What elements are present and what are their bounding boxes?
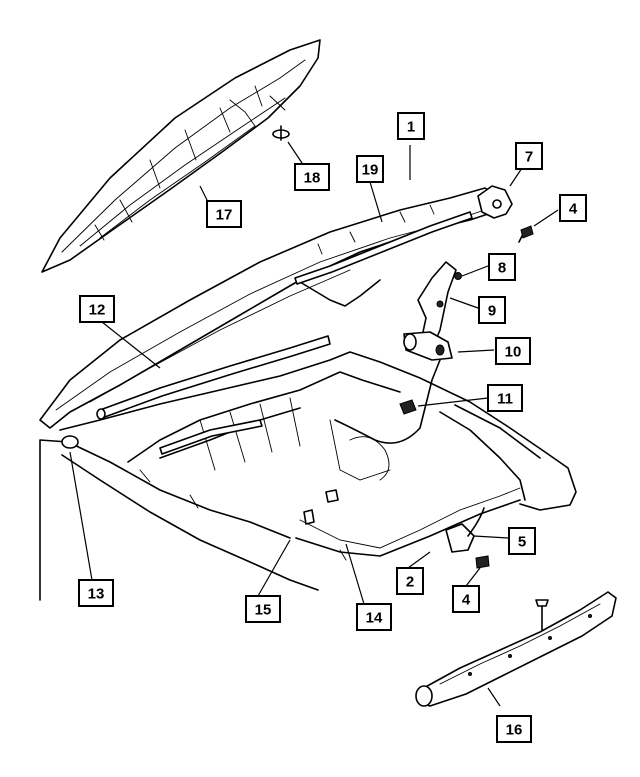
callout-number: 4	[569, 201, 578, 218]
callout-c13: 13	[78, 579, 114, 607]
callout-box	[488, 253, 516, 281]
bolt-upper	[518, 225, 534, 243]
callout-c10: 10	[495, 337, 531, 365]
callout-c15: 15	[245, 595, 281, 623]
callout-number: 2	[406, 574, 414, 591]
callout-number: 4	[462, 592, 471, 609]
callout-box	[487, 384, 523, 412]
callout-number: 12	[89, 302, 106, 319]
callout-box	[495, 337, 531, 365]
callout-number: 15	[255, 602, 272, 619]
callout-box	[559, 194, 587, 222]
callout-number: 5	[518, 534, 526, 551]
callout-c19: 19	[356, 155, 384, 183]
fender-corner	[39, 435, 319, 601]
callout-number: 8	[498, 260, 506, 277]
callout-c11: 11	[487, 384, 523, 412]
callout-c12: 12	[79, 295, 115, 323]
callout-box	[245, 595, 281, 623]
cowl-seal	[96, 335, 331, 420]
callout-box	[496, 715, 532, 743]
callout-box	[478, 296, 506, 324]
push-pin	[535, 599, 549, 631]
callout-c4b: 4	[452, 585, 480, 613]
callout-number: 18	[304, 170, 321, 187]
bolt-lower	[475, 555, 490, 569]
callout-box	[78, 579, 114, 607]
callout-c18: 18	[294, 163, 330, 191]
callout-box	[356, 155, 384, 183]
callout-c2: 2	[396, 567, 424, 595]
callout-box	[396, 567, 424, 595]
callout-c8: 8	[488, 253, 516, 281]
callout-number: 1	[407, 119, 415, 136]
callout-number: 14	[366, 610, 383, 627]
fender-seal	[159, 419, 263, 455]
hood-latch-striker	[477, 185, 513, 219]
release-cable	[334, 359, 441, 444]
compartment-fasteners	[303, 489, 339, 525]
callout-box	[206, 200, 242, 228]
callout-box	[515, 142, 543, 170]
hood-latch	[445, 507, 485, 553]
front-seal	[415, 591, 617, 707]
engine-compartment	[59, 351, 577, 561]
hood-insulator-pad	[41, 39, 321, 273]
callout-c9: 9	[478, 296, 506, 324]
callout-box	[397, 112, 425, 140]
callout-number: 16	[506, 722, 523, 739]
callout-c1: 1	[397, 112, 425, 140]
callout-number: 19	[362, 162, 379, 179]
hood-seal-strip	[294, 211, 473, 285]
hood-hinge	[403, 331, 453, 361]
callout-c4a: 4	[559, 194, 587, 222]
callout-box	[294, 163, 330, 191]
callout-box	[356, 603, 392, 631]
callout-c7: 7	[515, 142, 543, 170]
callout-number: 13	[88, 586, 105, 603]
callout-number: 7	[525, 149, 533, 166]
callout-c14: 14	[356, 603, 392, 631]
callout-c17: 17	[206, 200, 242, 228]
callout-c16: 16	[496, 715, 532, 743]
leader-lines	[69, 141, 559, 707]
callout-number: 9	[488, 303, 496, 320]
callout-number: 17	[216, 207, 233, 224]
insulator-clip	[272, 125, 290, 141]
callout-number: 10	[505, 344, 522, 361]
callout-c5: 5	[508, 527, 536, 555]
callout-number: 11	[497, 391, 513, 408]
callout-box	[79, 295, 115, 323]
callout-box	[508, 527, 536, 555]
callout-box	[452, 585, 480, 613]
